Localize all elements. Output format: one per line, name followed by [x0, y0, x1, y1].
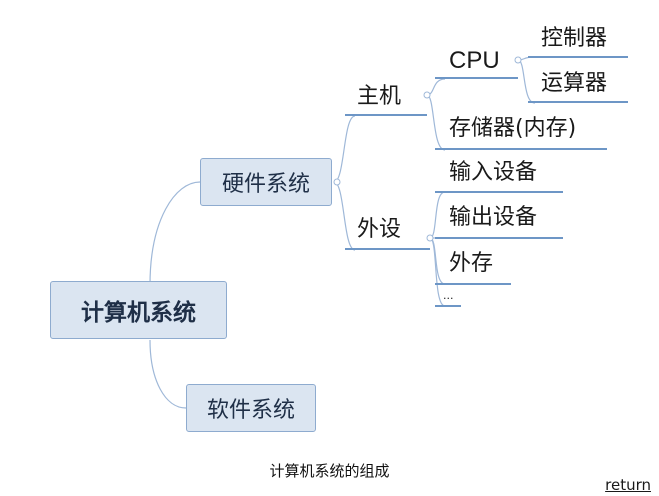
return-link[interactable]: return — [605, 476, 651, 494]
link-host-memory — [426, 94, 446, 151]
link-cpu-alu — [517, 59, 536, 104]
node-output: 输出设备 — [449, 205, 538, 230]
underline-peripheral — [345, 248, 430, 250]
node-alu: 运算器 — [541, 71, 608, 96]
node-software: 软件系统 — [186, 384, 316, 432]
underline-alu — [528, 101, 628, 103]
node-external-storage: 外存 — [449, 251, 494, 276]
node-host: 主机 — [357, 84, 402, 109]
figure-caption: 计算机系统的组成 — [269, 462, 390, 480]
underline-input — [435, 191, 563, 193]
underline-external-storage — [435, 283, 511, 285]
underline-output — [435, 237, 563, 239]
link-peripheral-input — [429, 191, 446, 239]
node-hardware-label: 硬件系统 — [221, 172, 310, 197]
node-input: 输入设备 — [449, 160, 538, 185]
underline-cpu — [435, 77, 518, 79]
node-memory: 存储器(内存) — [449, 116, 577, 141]
node-hardware: 硬件系统 — [200, 158, 332, 206]
node-peripheral: 外设 — [357, 217, 402, 242]
underline-controller — [528, 56, 628, 58]
underline-host — [345, 114, 427, 116]
collapse-dot-peripheral — [426, 234, 434, 242]
node-controller: 控制器 — [541, 26, 608, 51]
link-host-cpu — [426, 78, 446, 96]
link-root-hardware — [149, 181, 201, 286]
node-ellipsis: ... — [443, 289, 454, 302]
node-root-label: 计算机系统 — [81, 300, 196, 326]
collapse-dot-hardware — [333, 178, 341, 186]
collapse-dot-host — [423, 91, 431, 99]
node-cpu: CPU — [449, 47, 500, 74]
link-hardware-host — [333, 115, 356, 183]
underline-ellipsis — [435, 305, 461, 307]
node-software-label: 软件系统 — [206, 398, 295, 423]
underline-memory — [435, 148, 607, 150]
link-root-software — [149, 339, 187, 409]
collapse-dot-cpu — [514, 56, 522, 64]
link-peripheral-external — [429, 237, 446, 285]
link-hardware-peripheral — [333, 181, 356, 251]
node-root: 计算机系统 — [50, 281, 227, 339]
